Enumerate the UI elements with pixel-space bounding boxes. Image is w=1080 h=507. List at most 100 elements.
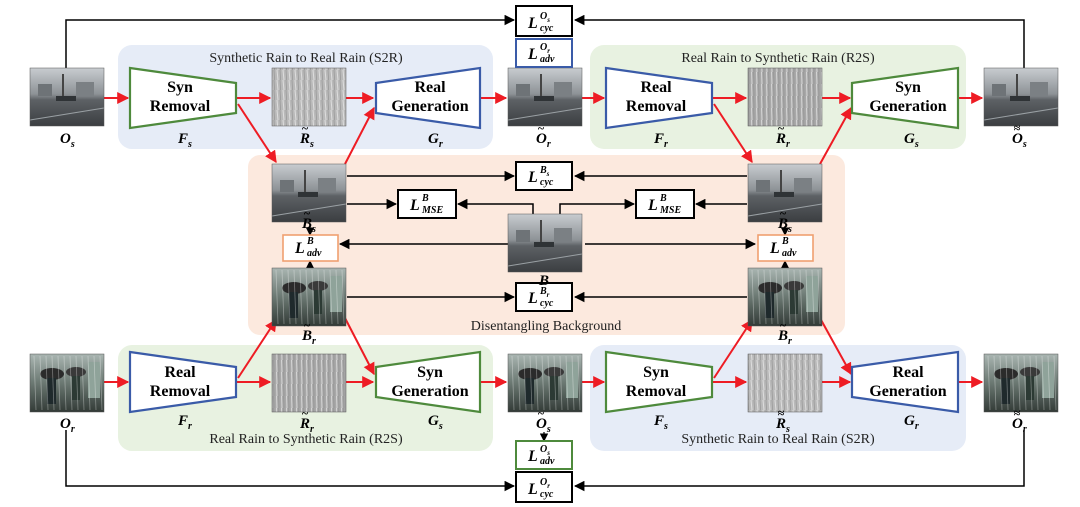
image-B <box>507 213 583 273</box>
module-label-line2: Removal <box>626 98 687 115</box>
image-Osr <box>507 353 583 413</box>
svg-text:Os: Os <box>1012 131 1027 150</box>
svg-text:Or: Or <box>1012 416 1027 435</box>
image-Or <box>29 353 105 413</box>
svg-text:~: ~ <box>780 318 787 332</box>
flow-br-to-gs <box>344 317 375 376</box>
module-label-line2: Generation <box>391 98 468 115</box>
svg-text:~: ~ <box>780 206 787 220</box>
svg-text:L: L <box>527 448 538 465</box>
flow-bs-to-gr <box>344 106 375 165</box>
svg-text:Or: Or <box>540 42 550 55</box>
flow-br2-to-gr <box>819 317 852 376</box>
module-label-line2: Generation <box>869 98 946 115</box>
image-label-Br: Br~ <box>301 318 316 347</box>
module-label-line2: Generation <box>391 383 468 400</box>
image-label-Br-right: Br~ <box>777 318 792 347</box>
svg-text:Rs: Rs <box>775 416 790 435</box>
net-label-fs-top: Fs <box>177 131 192 150</box>
image-Os <box>29 67 105 127</box>
svg-text:B: B <box>781 236 789 247</box>
svg-text:Or: Or <box>60 416 75 435</box>
module-label-line1: Syn <box>167 79 193 96</box>
image-label-Bs-right: Bs~ <box>777 206 792 235</box>
svg-text:~: ~ <box>304 206 311 220</box>
cycle-line-top-right <box>573 14 1025 68</box>
image-label-Oss: Os≈ <box>1012 121 1027 150</box>
module-real-generation-bottom: Real Generation <box>850 350 960 414</box>
svg-text:~: ~ <box>778 121 785 135</box>
image-Rs <box>271 67 347 127</box>
svg-text:B: B <box>538 273 549 289</box>
svg-text:L: L <box>527 481 538 498</box>
flow-fs-to-br2 <box>713 318 753 379</box>
flow-fr-to-bs2 <box>713 103 753 164</box>
svg-text:Bs: Bs <box>301 216 316 235</box>
module-label-line2: Removal <box>626 383 687 400</box>
svg-text:MSE: MSE <box>659 205 681 216</box>
cycle-line-bottom-right <box>573 430 1025 492</box>
svg-text:B: B <box>659 193 667 204</box>
svg-text:L: L <box>769 240 780 257</box>
svg-text:L: L <box>527 169 538 186</box>
net-label-gr-top: Gr <box>428 131 443 150</box>
region-title-top-left: Synthetic Rain to Real Rain (S2R) <box>209 51 403 66</box>
module-label-line1: Real <box>164 364 196 381</box>
svg-text:Br: Br <box>539 286 550 299</box>
net-label-fr-top: Fr <box>653 131 668 150</box>
svg-text:Or: Or <box>540 477 550 490</box>
image-label-Os: Os <box>60 131 75 150</box>
module-real-removal-top: Real Removal <box>604 66 714 130</box>
net-label-fr-bottom: Fr <box>177 413 192 432</box>
flow-bs2-to-gs <box>819 106 852 165</box>
image-Orr <box>983 353 1059 413</box>
image-Br <box>271 267 347 327</box>
image-Bs <box>271 163 347 223</box>
region-title-center: Disentangling Background <box>471 319 621 334</box>
module-label-line2: Removal <box>150 383 211 400</box>
region-title-top-right: Real Rain to Synthetic Rain (R2S) <box>681 51 875 66</box>
svg-text:L: L <box>527 15 538 32</box>
image-Br-right <box>747 267 823 327</box>
net-label-gs-top: Gs <box>904 131 919 150</box>
svg-text:adv: adv <box>307 248 322 259</box>
svg-text:Bs: Bs <box>539 165 550 178</box>
svg-text:~: ~ <box>304 318 311 332</box>
svg-text:L: L <box>527 290 538 307</box>
net-label-gs-bottom: Gs <box>428 413 443 432</box>
image-Rr-bottom <box>271 353 347 413</box>
svg-text:Os: Os <box>540 444 550 457</box>
svg-text:L: L <box>409 197 420 214</box>
module-syn-removal-top: Syn Removal <box>128 66 238 130</box>
line-b-to-mse-right <box>559 198 636 214</box>
image-Rr <box>747 67 823 127</box>
image-Rss <box>747 353 823 413</box>
module-syn-removal-bottom: Syn Removal <box>604 350 714 414</box>
svg-text:Rs: Rs <box>299 131 314 150</box>
module-label-line1: Real <box>892 364 924 381</box>
image-Ors <box>507 67 583 127</box>
module-label-line1: Syn <box>417 364 443 381</box>
image-label-Orr: Or≈ <box>1012 406 1027 435</box>
svg-text:adv: adv <box>540 456 555 467</box>
svg-text:Os: Os <box>540 11 550 24</box>
svg-text:Rr: Rr <box>299 416 314 435</box>
svg-text:L: L <box>294 240 305 257</box>
svg-text:Bs: Bs <box>777 216 792 235</box>
svg-text:Br: Br <box>301 328 316 347</box>
module-syn-generation-bottom: Syn Generation <box>374 350 482 414</box>
svg-text:L: L <box>527 46 538 63</box>
svg-text:adv: adv <box>540 54 555 65</box>
image-label-Rr: Rr~ <box>775 121 790 150</box>
net-label-gr-bottom: Gr <box>904 413 919 432</box>
net-label-fs-bottom: Fs <box>653 413 668 432</box>
module-label-line2: Removal <box>150 98 211 115</box>
